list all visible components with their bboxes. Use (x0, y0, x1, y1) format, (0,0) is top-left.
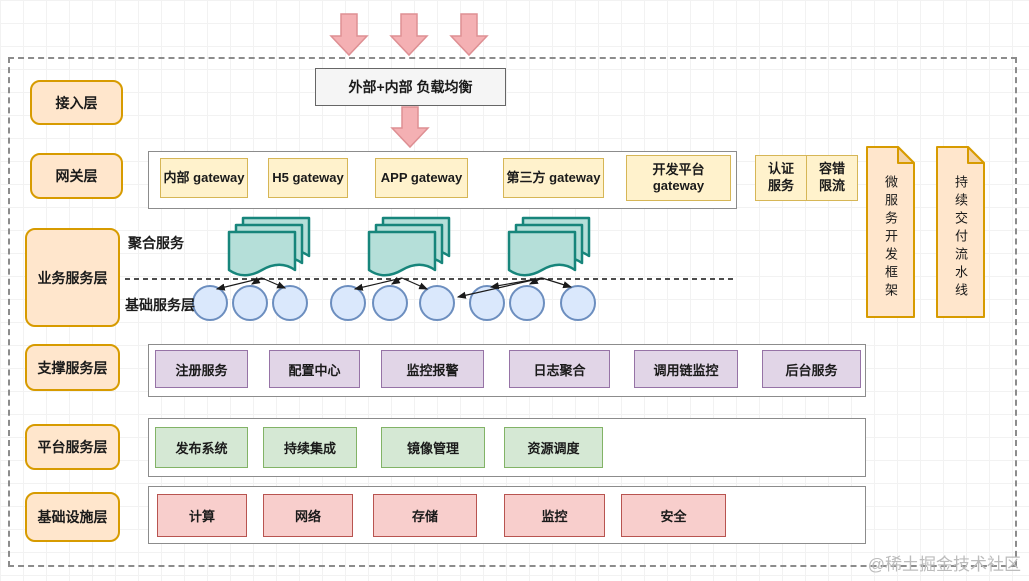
note-cd-pipeline-label: 持续交付流水线 (953, 175, 968, 301)
load-balancer-down-arrow (390, 106, 430, 149)
aggregate-service-stack-2 (367, 216, 451, 277)
layer-label-infrastructure: 基础设施层 (25, 492, 120, 542)
base-service-circles (192, 285, 596, 321)
base-service-label: 基础服务层 (125, 297, 195, 313)
infra-network: 网络 (263, 494, 353, 537)
incoming-traffic-arrows (329, 13, 489, 57)
load-balancer-box: 外部+内部 负载均衡 (315, 68, 506, 106)
platform-ci: 持续集成 (263, 427, 357, 468)
auth-service-label: 认证服务 (768, 161, 795, 193)
support-trace-monitor: 调用链监控 (634, 350, 738, 388)
watermark: @稀土掘金技术社区 (867, 555, 1021, 574)
infra-compute: 计算 (157, 494, 247, 537)
layer-label-business: 业务服务层 (25, 228, 120, 327)
support-monitor-alert: 监控报警 (381, 350, 484, 388)
support-config-center: 配置中心 (269, 350, 360, 388)
layer-label-platform: 平台服务层 (25, 424, 120, 470)
diagram-outer-frame (8, 57, 1017, 567)
infra-monitoring: 监控 (504, 494, 605, 537)
platform-image-management: 镜像管理 (381, 427, 485, 468)
gateway-thirdparty: 第三方 gateway (503, 158, 604, 198)
platform-resource-scheduling: 资源调度 (504, 427, 603, 468)
platform-release-system: 发布系统 (155, 427, 248, 468)
note-cd-pipeline: 持续交付流水线 (936, 146, 985, 318)
support-log-aggregation: 日志聚合 (509, 350, 610, 388)
gateway-h5: H5 gateway (268, 158, 348, 198)
gateway-app: APP gateway (375, 158, 468, 198)
support-backend-service: 后台服务 (762, 350, 861, 388)
note-microservice-framework-label: 微服务开发框架 (883, 175, 898, 301)
layer-label-support: 支撑服务层 (25, 344, 120, 391)
aggregate-service-stack-3 (507, 216, 591, 277)
gateway-internal: 内部 gateway (160, 158, 248, 198)
aggregate-service-label: 聚合服务 (128, 235, 184, 251)
aggregate-to-base-connectors (215, 276, 573, 299)
ratelimit-label: 容错限流 (819, 161, 846, 193)
layer-label-access: 接入层 (30, 80, 123, 125)
layer-label-gateway: 网关层 (30, 153, 123, 199)
infra-security: 安全 (621, 494, 726, 537)
auth-ratelimit-box: 认证服务 容错限流 (755, 155, 858, 201)
note-microservice-framework: 微服务开发框架 (866, 146, 915, 318)
auth-service-cell: 认证服务 (756, 156, 806, 200)
gateway-devplatform: 开发平台 gateway (626, 155, 731, 201)
infra-storage: 存储 (373, 494, 477, 537)
ratelimit-cell: 容错限流 (806, 156, 857, 200)
support-registry: 注册服务 (155, 350, 248, 388)
aggregate-service-stack-1 (227, 216, 311, 277)
support-layer-container (148, 344, 866, 397)
